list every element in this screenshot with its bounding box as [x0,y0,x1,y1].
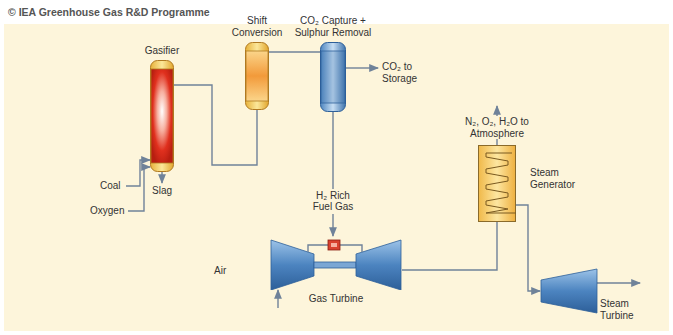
slag-outlet-line [161,172,162,183]
stream-label: N₂, O₂, H₂O to Atmosphere [452,116,542,139]
process-stream [516,205,540,291]
air-inlet-line [277,290,278,308]
node-title: Steam Turbine [600,298,646,321]
node-title: Gasifier [132,45,192,57]
stream-label: Slag [147,185,177,197]
turbine-casing [541,269,597,313]
process-stream [332,112,333,236]
coal-feed-line [126,160,150,186]
node-outline [478,145,516,222]
background-panel [4,24,669,331]
combustor-flame [331,243,337,247]
vessel-shell [321,43,346,112]
node-title: CO₂ Capture + Sulphur Removal [288,15,378,38]
vessel-body [321,51,345,103]
node-outline [540,268,598,314]
vessel-shell [151,61,174,172]
stream-label: CO₂ to Storage [382,61,428,84]
steam-outlet-line [590,282,640,283]
node-outline [270,236,402,290]
process-stream [402,222,497,270]
process-stream [174,85,257,165]
turbine [356,240,401,290]
vessel-shell [246,43,269,110]
combustor [328,240,340,250]
gasifier-vessel: Gasifier [150,60,174,172]
boiler-casing [479,146,516,222]
copyright-note: © IEA Greenhouse Gas R&D Programme [8,6,308,18]
heat-exchanger-coil [486,153,516,213]
node-outline [150,60,174,172]
vessel-body [151,69,173,163]
vessel-body [246,51,268,101]
node-outline [245,42,269,110]
shaft [314,262,356,268]
capture-column: CO₂ Capture + Sulphur Removal [320,42,346,112]
node-title: Gas Turbine [296,293,376,305]
node-title: Steam Generator [530,167,588,190]
vessel-tint [321,51,345,103]
node-outline [320,42,346,112]
gas-turbine: Gas Turbine [270,236,402,290]
shift-reactor: Shift Conversion [245,42,269,110]
steam-turbine: Steam Turbine [540,268,598,314]
node-title: Shift Conversion [225,15,289,38]
co2-outlet-line [346,67,378,68]
steam-generator: Steam Generator [478,145,516,222]
stream-label: Coal [100,180,126,192]
oxygen-feed-line [128,167,150,211]
stream-label: H₂ Rich Fuel Gas [305,189,361,214]
stream-label: Oxygen [90,205,128,217]
stream-label: Air [214,265,238,277]
process-stream [269,51,320,52]
